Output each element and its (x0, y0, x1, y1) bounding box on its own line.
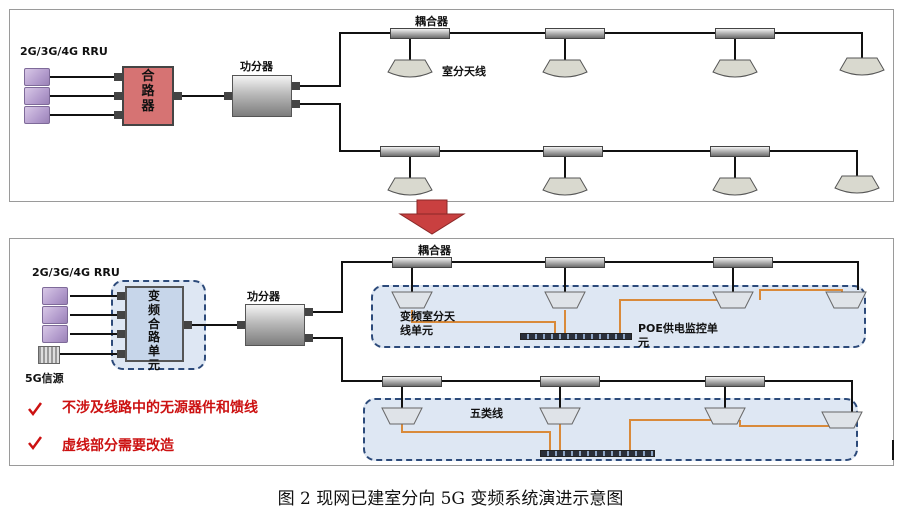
rru-unit-1 (24, 68, 50, 86)
poe-switch-lower (540, 450, 655, 457)
rru-unit-3 (24, 106, 50, 124)
power-divider-bottom (245, 304, 305, 346)
coupler-top-5 (543, 146, 603, 157)
coupler-bottom-4 (382, 376, 442, 387)
coupler-top-6 (710, 146, 770, 157)
rru-label-top: 2G/3G/4G RRU (20, 45, 108, 58)
antenna-label-top: 室分天线 (442, 65, 486, 78)
divider-label-bottom: 功分器 (247, 290, 280, 303)
divider-label-top: 功分器 (240, 60, 273, 73)
coupler-label-bottom: 耦合器 (418, 244, 451, 257)
poe-label: POE供电监控单元 (638, 322, 718, 349)
combiner-box (122, 66, 174, 126)
freq-combiner-label: 变频合路单元 (147, 289, 160, 372)
coupler-bottom-3 (713, 257, 773, 268)
coupler-top-2 (545, 28, 605, 39)
note-passive-devices: 不涉及线路中的无源器件和馈线 (62, 400, 258, 416)
coupler-label-top: 耦合器 (415, 15, 448, 28)
rru-unit-b2 (42, 306, 68, 324)
rru-label-bottom: 2G/3G/4G RRU (32, 266, 120, 279)
rru-unit-2 (24, 87, 50, 105)
power-divider-top (232, 75, 292, 117)
combiner-label: 合路器 (141, 69, 155, 114)
fc-antenna-label: 变频室分天线单元 (400, 310, 455, 337)
figure-caption: 图 2 现网已建室分向 5G 变频系统演进示意图 (277, 489, 624, 509)
coupler-bottom-1 (392, 257, 452, 268)
coupler-top-4 (380, 146, 440, 157)
source-5g-unit (38, 346, 60, 364)
note-dashed-upgrade: 虚线部分需要改造 (62, 438, 174, 454)
rru-unit-b1 (42, 287, 68, 305)
antenna-icons-top (387, 57, 885, 196)
coupler-bottom-5 (540, 376, 600, 387)
cat5-label: 五类线 (470, 407, 503, 420)
poe-switch-upper (520, 333, 632, 340)
freq-combiner-box (125, 286, 184, 362)
transition-arrow-icon (398, 199, 466, 235)
coupler-top-1 (390, 28, 450, 39)
source-5g-label: 5G信源 (25, 372, 64, 385)
coupler-bottom-6 (705, 376, 765, 387)
coupler-top-3 (715, 28, 775, 39)
coupler-bottom-2 (545, 257, 605, 268)
rru-unit-b3 (42, 325, 68, 343)
